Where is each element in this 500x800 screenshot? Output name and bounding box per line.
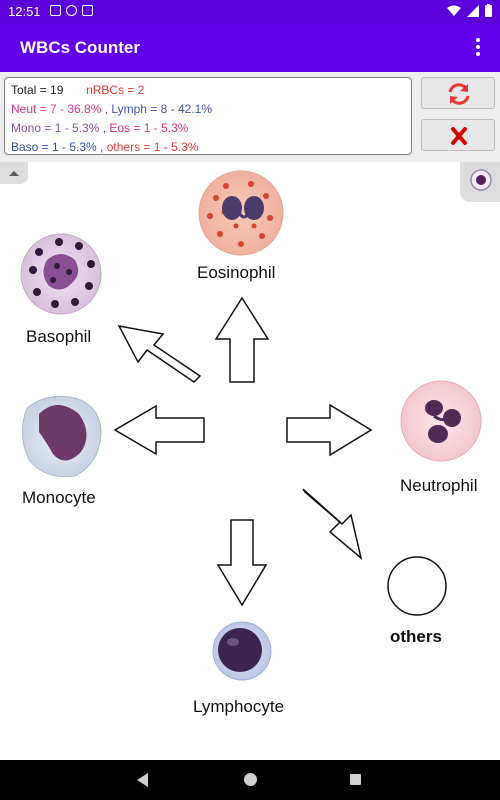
neut-count: Neut = 7 - 36.8% , <box>11 102 109 116</box>
arrows-layer <box>113 296 373 607</box>
eosinophil-button[interactable] <box>196 168 286 258</box>
home-icon[interactable] <box>244 773 257 786</box>
status-right <box>447 4 492 17</box>
battery-icon <box>485 4 492 17</box>
neutrophil-label: Neutrophil <box>400 476 478 495</box>
stats-row-total: Total = 19 nRBCs = 2 <box>11 81 405 100</box>
chevron-up-icon <box>9 171 19 176</box>
baso-count: Baso = 1 - 5.3% , <box>11 140 104 154</box>
notification-a-icon <box>50 5 61 16</box>
eosinophil-label: Eosinophil <box>197 263 276 282</box>
rbc-button[interactable] <box>460 162 500 202</box>
app-title: WBCs Counter <box>20 38 140 57</box>
close-icon <box>451 127 467 145</box>
lymphocyte-label: Lymphocyte <box>193 697 285 716</box>
basophil-button[interactable] <box>17 230 105 318</box>
status-time: 12:51 <box>8 4 41 19</box>
signal-icon <box>467 4 479 17</box>
mono-count: Mono = 1 - 5.3% , <box>11 121 107 135</box>
navigation-bar <box>0 760 500 800</box>
others-button[interactable] <box>386 555 448 617</box>
lymph-count: Lymph = 8 - 42.1% <box>111 102 213 116</box>
cell-diagram: Eosinophil Basophil Monocyte Neutrophil … <box>0 162 500 758</box>
monocyte-button[interactable] <box>17 390 105 480</box>
reset-button[interactable] <box>421 77 495 109</box>
status-bar: 12:51 <box>0 0 500 24</box>
refresh-icon <box>448 83 470 105</box>
clear-button[interactable] <box>421 119 495 151</box>
lymphocyte-button[interactable] <box>211 620 273 682</box>
arrow-up <box>214 296 270 383</box>
others-label: others <box>390 627 442 646</box>
monocyte-label: Monocyte <box>22 488 96 507</box>
wifi-icon <box>447 5 461 16</box>
arrow-left <box>113 404 205 456</box>
back-icon[interactable] <box>137 773 148 787</box>
collapse-panel-button[interactable] <box>0 162 28 184</box>
others-count: others = 1 - 5.3% <box>106 140 199 154</box>
total-count: Total = 19 <box>11 83 64 97</box>
nrbc-count: nRBCs = 2 <box>86 83 145 97</box>
arrow-right <box>286 403 373 457</box>
basophil-label: Basophil <box>26 327 92 346</box>
eos-count: Eos = 1 - 5.3% <box>109 121 189 135</box>
app-bar: WBCs Counter <box>0 24 500 72</box>
overflow-menu-icon[interactable] <box>474 38 482 58</box>
notification-p-icon <box>66 5 77 16</box>
stats-panel: Total = 19 nRBCs = 2 Neut = 7 - 36.8% , … <box>0 72 500 162</box>
stats-box: Total = 19 nRBCs = 2 Neut = 7 - 36.8% , … <box>4 77 412 155</box>
recents-icon[interactable] <box>350 774 361 785</box>
arrow-up-left <box>117 324 202 383</box>
neutrophil-button[interactable] <box>398 378 484 464</box>
notification-icons <box>50 5 93 16</box>
red-cell-icon <box>470 169 492 191</box>
stats-row-neut-lymph: Neut = 7 - 36.8% , Lymph = 8 - 42.1% <box>11 100 405 119</box>
stats-row-baso-others: Baso = 1 - 5.3% , others = 1 - 5.3% <box>11 138 405 157</box>
arrow-down-right <box>302 488 363 561</box>
arrow-down <box>216 519 268 607</box>
notification-sd-icon <box>82 5 93 16</box>
stats-row-mono-eos: Mono = 1 - 5.3% , Eos = 1 - 5.3% <box>11 119 405 138</box>
